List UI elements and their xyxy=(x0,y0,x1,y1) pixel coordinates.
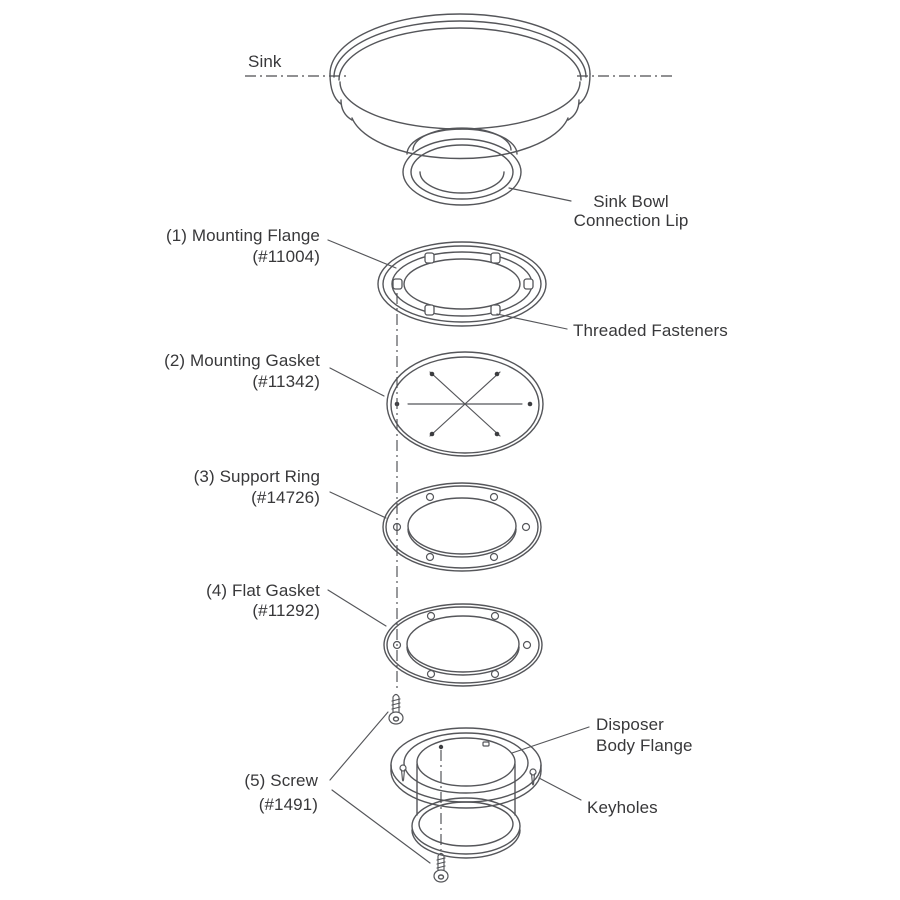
disposer-body-drawing xyxy=(390,727,542,859)
keyhole-left-icon xyxy=(399,764,407,782)
label-part3-name: (3) Support Ring xyxy=(194,467,320,486)
leader-screw-upper xyxy=(329,711,389,781)
leader-threaded-fasteners xyxy=(496,313,568,330)
sink-bowl-drawing xyxy=(329,13,591,206)
threaded-fastener-icons xyxy=(392,252,534,316)
label-part5-number: (#1491) xyxy=(259,795,318,814)
label-disposer-flange-line1: Disposer xyxy=(596,715,664,734)
mounting-gasket-drawing xyxy=(386,351,544,457)
leader-mounting-gasket xyxy=(329,367,385,397)
screw-bottom-drawing xyxy=(433,852,449,883)
label-part4-number: (#11292) xyxy=(252,601,320,620)
keyhole-right-icon xyxy=(529,768,537,786)
leader-mounting-flange xyxy=(327,239,397,269)
leader-screw-lower xyxy=(331,789,431,864)
label-part2-name: (2) Mounting Gasket xyxy=(164,351,320,370)
flat-gasket-drawing xyxy=(383,603,543,687)
label-part4-name: (4) Flat Gasket xyxy=(206,581,320,600)
leader-keyholes xyxy=(538,777,582,801)
leader-support-ring xyxy=(329,491,387,519)
label-part1-number: (#11004) xyxy=(252,247,320,266)
label-threaded-fasteners: Threaded Fasteners xyxy=(573,321,728,340)
label-part1-name: (1) Mounting Flange xyxy=(166,226,320,245)
leader-sink-bowl-lip xyxy=(508,187,572,202)
label-keyholes: Keyholes xyxy=(587,798,658,817)
label-sink: Sink xyxy=(248,52,282,71)
support-ring-drawing xyxy=(382,482,542,572)
leader-flat-gasket xyxy=(327,589,387,627)
mounting-flange-drawing xyxy=(377,241,547,327)
label-part3-number: (#14726) xyxy=(251,488,320,507)
leader-disposer-flange xyxy=(511,726,590,754)
label-disposer-flange-line2: Body Flange xyxy=(596,736,693,755)
label-sink-bowl-lip-line1: Sink Bowl xyxy=(593,192,669,211)
label-part2-number: (#11342) xyxy=(252,372,320,391)
label-sink-bowl-lip-line2: Connection Lip xyxy=(574,211,689,230)
label-part5-name: (5) Screw xyxy=(244,771,318,790)
screw-top-drawing xyxy=(388,693,404,725)
